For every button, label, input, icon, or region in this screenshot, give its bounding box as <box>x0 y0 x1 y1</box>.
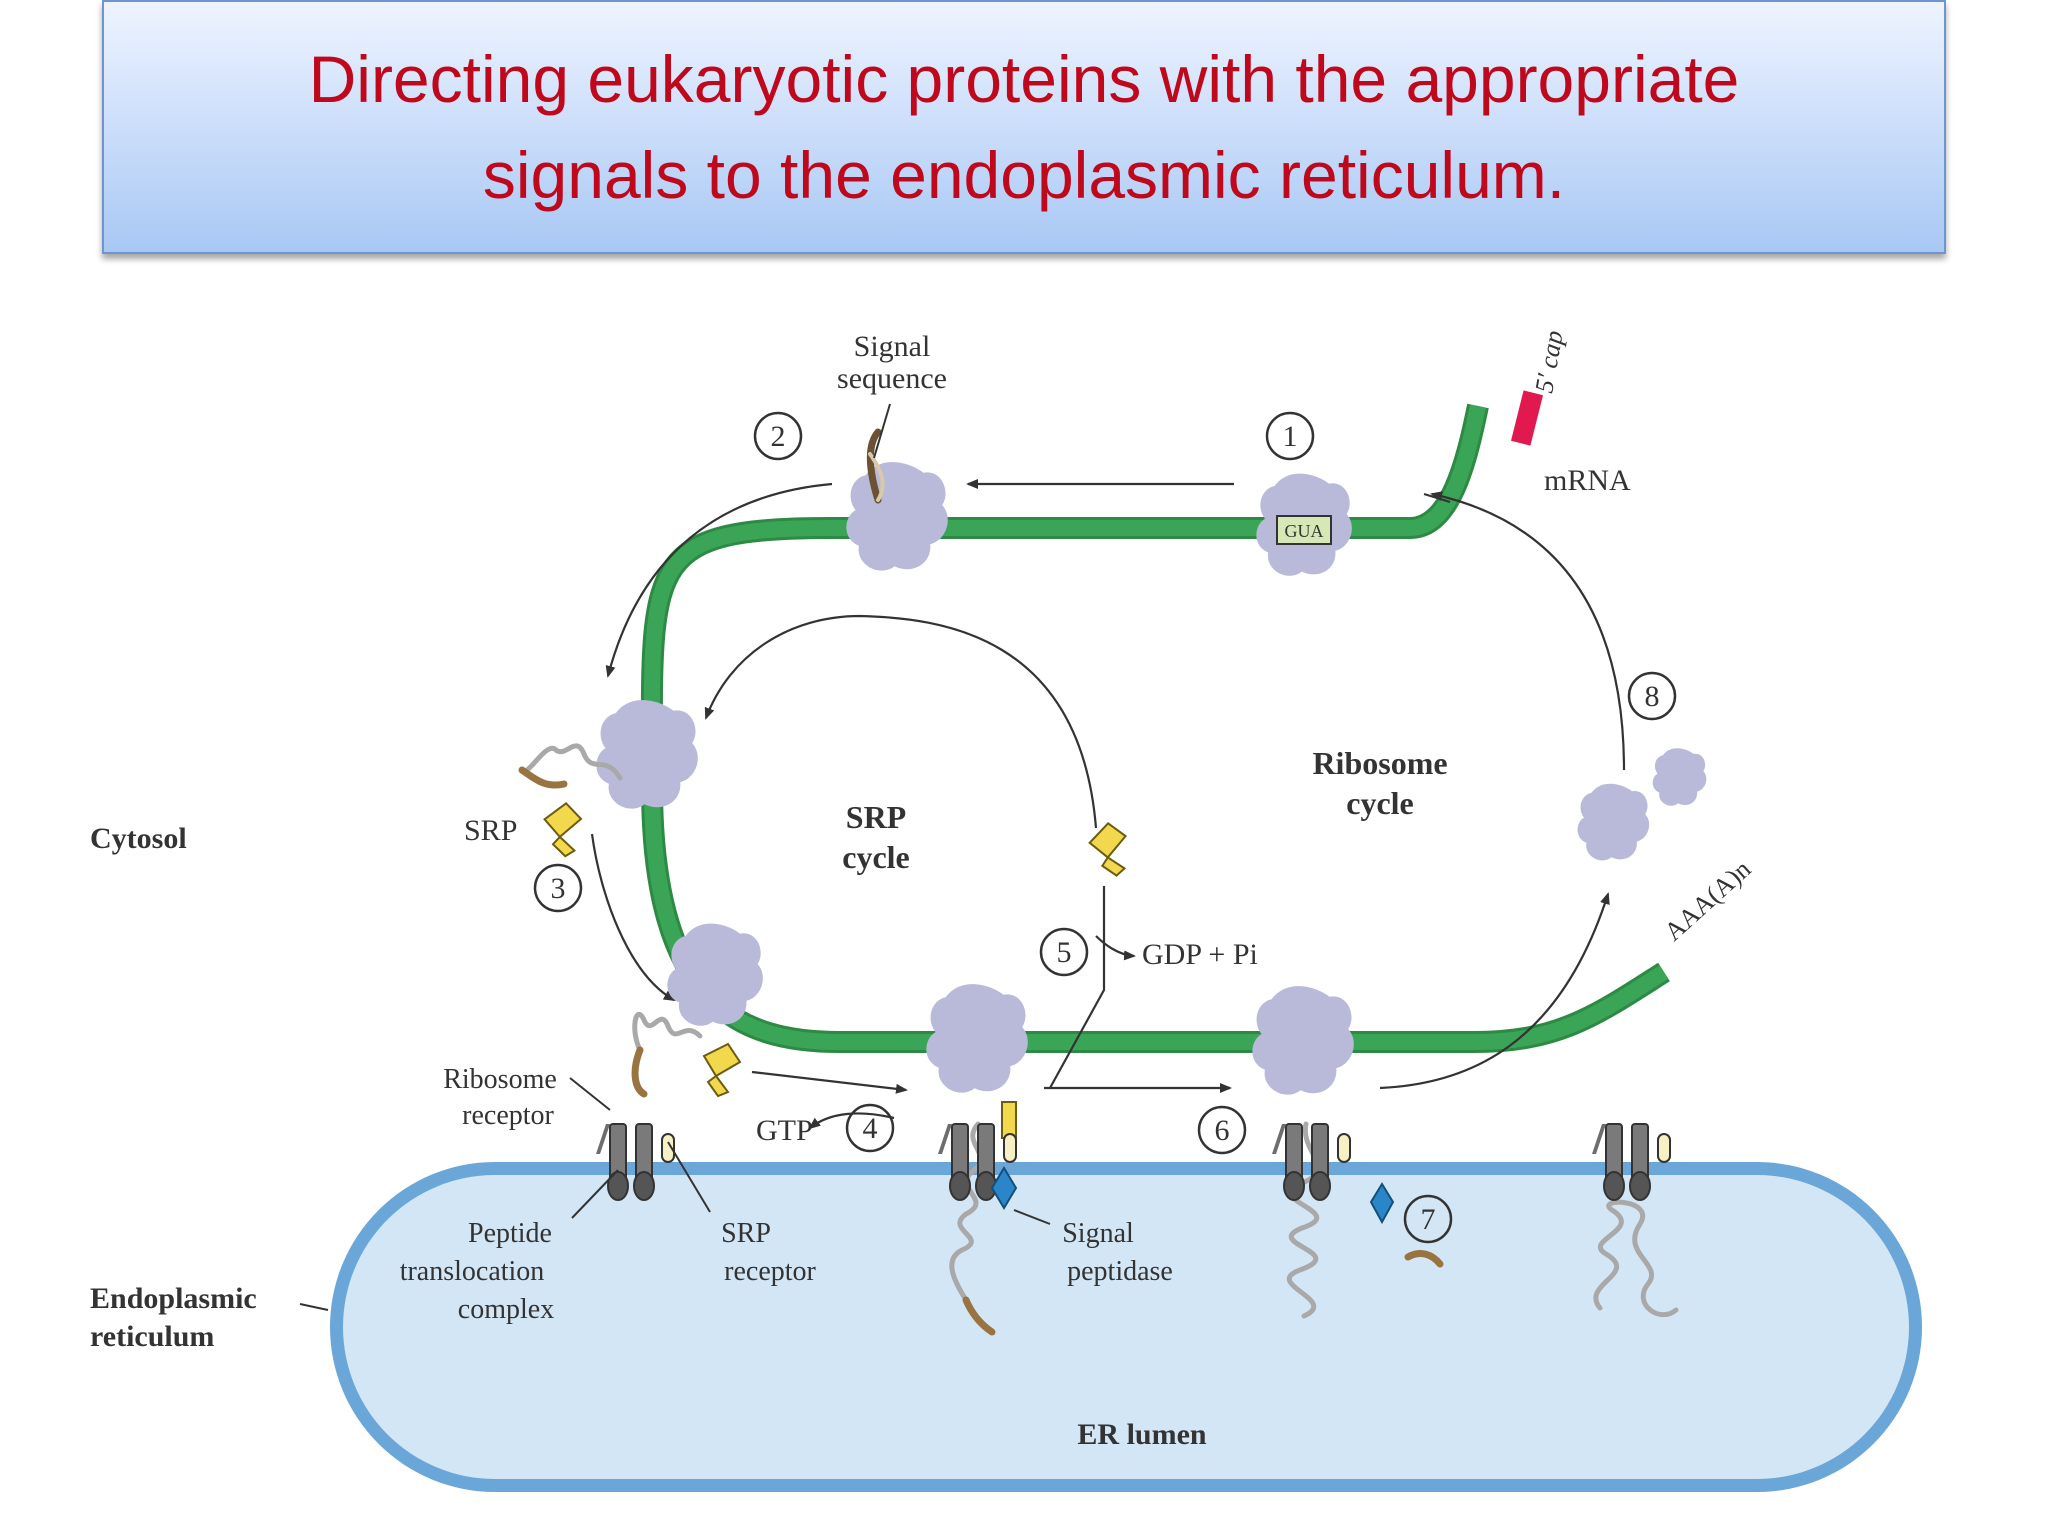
er-membrane <box>330 1162 1922 1492</box>
step-1-number: 1 <box>1283 420 1298 453</box>
ribosome-step-3 <box>596 700 698 809</box>
step-2 <box>753 411 803 461</box>
ribosome-cycle-label-2: cycle <box>1346 785 1414 821</box>
step-6-number: 6 <box>1215 1114 1230 1147</box>
title-line-2: signals to the endoplasmic reticulum. <box>482 138 1566 212</box>
label-leaders <box>299 403 1451 1311</box>
slide-title: Directing eukaryotic proteins with the a… <box>144 31 1904 223</box>
codon-box: GUA <box>1276 515 1332 545</box>
step-5-number: 5 <box>1057 936 1072 969</box>
step-6 <box>1197 1105 1247 1155</box>
ribosome-subunit-large <box>1577 783 1650 861</box>
gdp-label: GDP + Pi <box>1142 938 1258 971</box>
ribosome-cycle-label-1: Ribosome <box>1312 745 1447 781</box>
ribosome-receptor-label-1: Ribosome <box>443 1064 557 1095</box>
gtp-label: GTP <box>756 1114 813 1147</box>
ribosome-docked-1 <box>926 984 1028 1093</box>
step-3 <box>533 863 583 913</box>
srp-particle-docked <box>1001 1101 1017 1139</box>
srp-pathway-diagram: GUA 1 2 3 4 <box>90 328 1922 1492</box>
step-7 <box>1403 1194 1453 1244</box>
ribosome-step-4 <box>667 923 763 1026</box>
title-banner: Directing eukaryotic proteins with the a… <box>102 0 1946 254</box>
step-numbers: 1 2 3 4 5 6 7 8 <box>551 420 1660 1236</box>
signal-peptidase-label-2: peptidase <box>1067 1256 1173 1287</box>
signal-peptidase-label-1: Signal <box>1062 1218 1134 1249</box>
signal-sequence-label-1: Signal <box>854 330 931 363</box>
ribosome-receptor-label-2: receptor <box>462 1100 554 1131</box>
polya-label: AAA(A)n <box>1659 854 1757 946</box>
step-4 <box>845 1103 895 1153</box>
srp-particle-free <box>541 800 588 860</box>
diagram-labels: Signal sequence mRNA 5′ cap Cytosol SRP … <box>90 328 1756 1451</box>
srp-particle-bound <box>703 1043 741 1097</box>
srp-cycle-label-1: SRP <box>846 799 906 835</box>
cycle-arrows <box>590 479 1626 1130</box>
peptide-translocation-label-3: complex <box>458 1294 554 1325</box>
srp-receptor-label-2: receptor <box>724 1256 816 1287</box>
five-cap-label: 5′ cap <box>1529 328 1568 395</box>
step-8-number: 8 <box>1645 680 1660 713</box>
ribosome-subunit-small <box>1652 748 1707 806</box>
step-7-number: 7 <box>1421 1203 1436 1236</box>
step-markers <box>533 411 1677 1244</box>
nascent-peptides <box>518 428 1679 1336</box>
step-4-number: 4 <box>863 1112 878 1145</box>
step-2-number: 2 <box>771 420 786 453</box>
mrna-label: mRNA <box>1544 464 1631 497</box>
step-5 <box>1039 927 1089 977</box>
title-line-1: Directing eukaryotic proteins with the a… <box>308 42 1740 116</box>
srp-cycle-label-2: cycle <box>842 839 910 875</box>
step-3-number: 3 <box>551 872 566 905</box>
signal-peptidase-icon <box>990 1166 1395 1225</box>
ribosome-step-2 <box>846 462 948 571</box>
cytosol-label: Cytosol <box>90 822 187 855</box>
step-1 <box>1265 411 1315 461</box>
step-8 <box>1627 671 1677 721</box>
srp-label: SRP <box>464 814 517 847</box>
srp-particle-released <box>1084 818 1139 882</box>
er-label-2: reticulum <box>90 1320 214 1353</box>
peptide-translocation-label-2: translocation <box>400 1256 545 1287</box>
ribosome-docked-2 <box>1252 986 1354 1095</box>
srp-receptor-label-1: SRP <box>721 1218 771 1249</box>
peptide-translocation-label-1: Peptide <box>468 1218 552 1249</box>
signal-sequence-label-2: sequence <box>837 362 947 395</box>
five-cap-marker <box>1511 390 1543 446</box>
er-label-1: Endoplasmic <box>90 1282 257 1315</box>
er-lumen-label: ER lumen <box>1077 1418 1207 1451</box>
codon-label: GUA <box>1285 521 1324 541</box>
